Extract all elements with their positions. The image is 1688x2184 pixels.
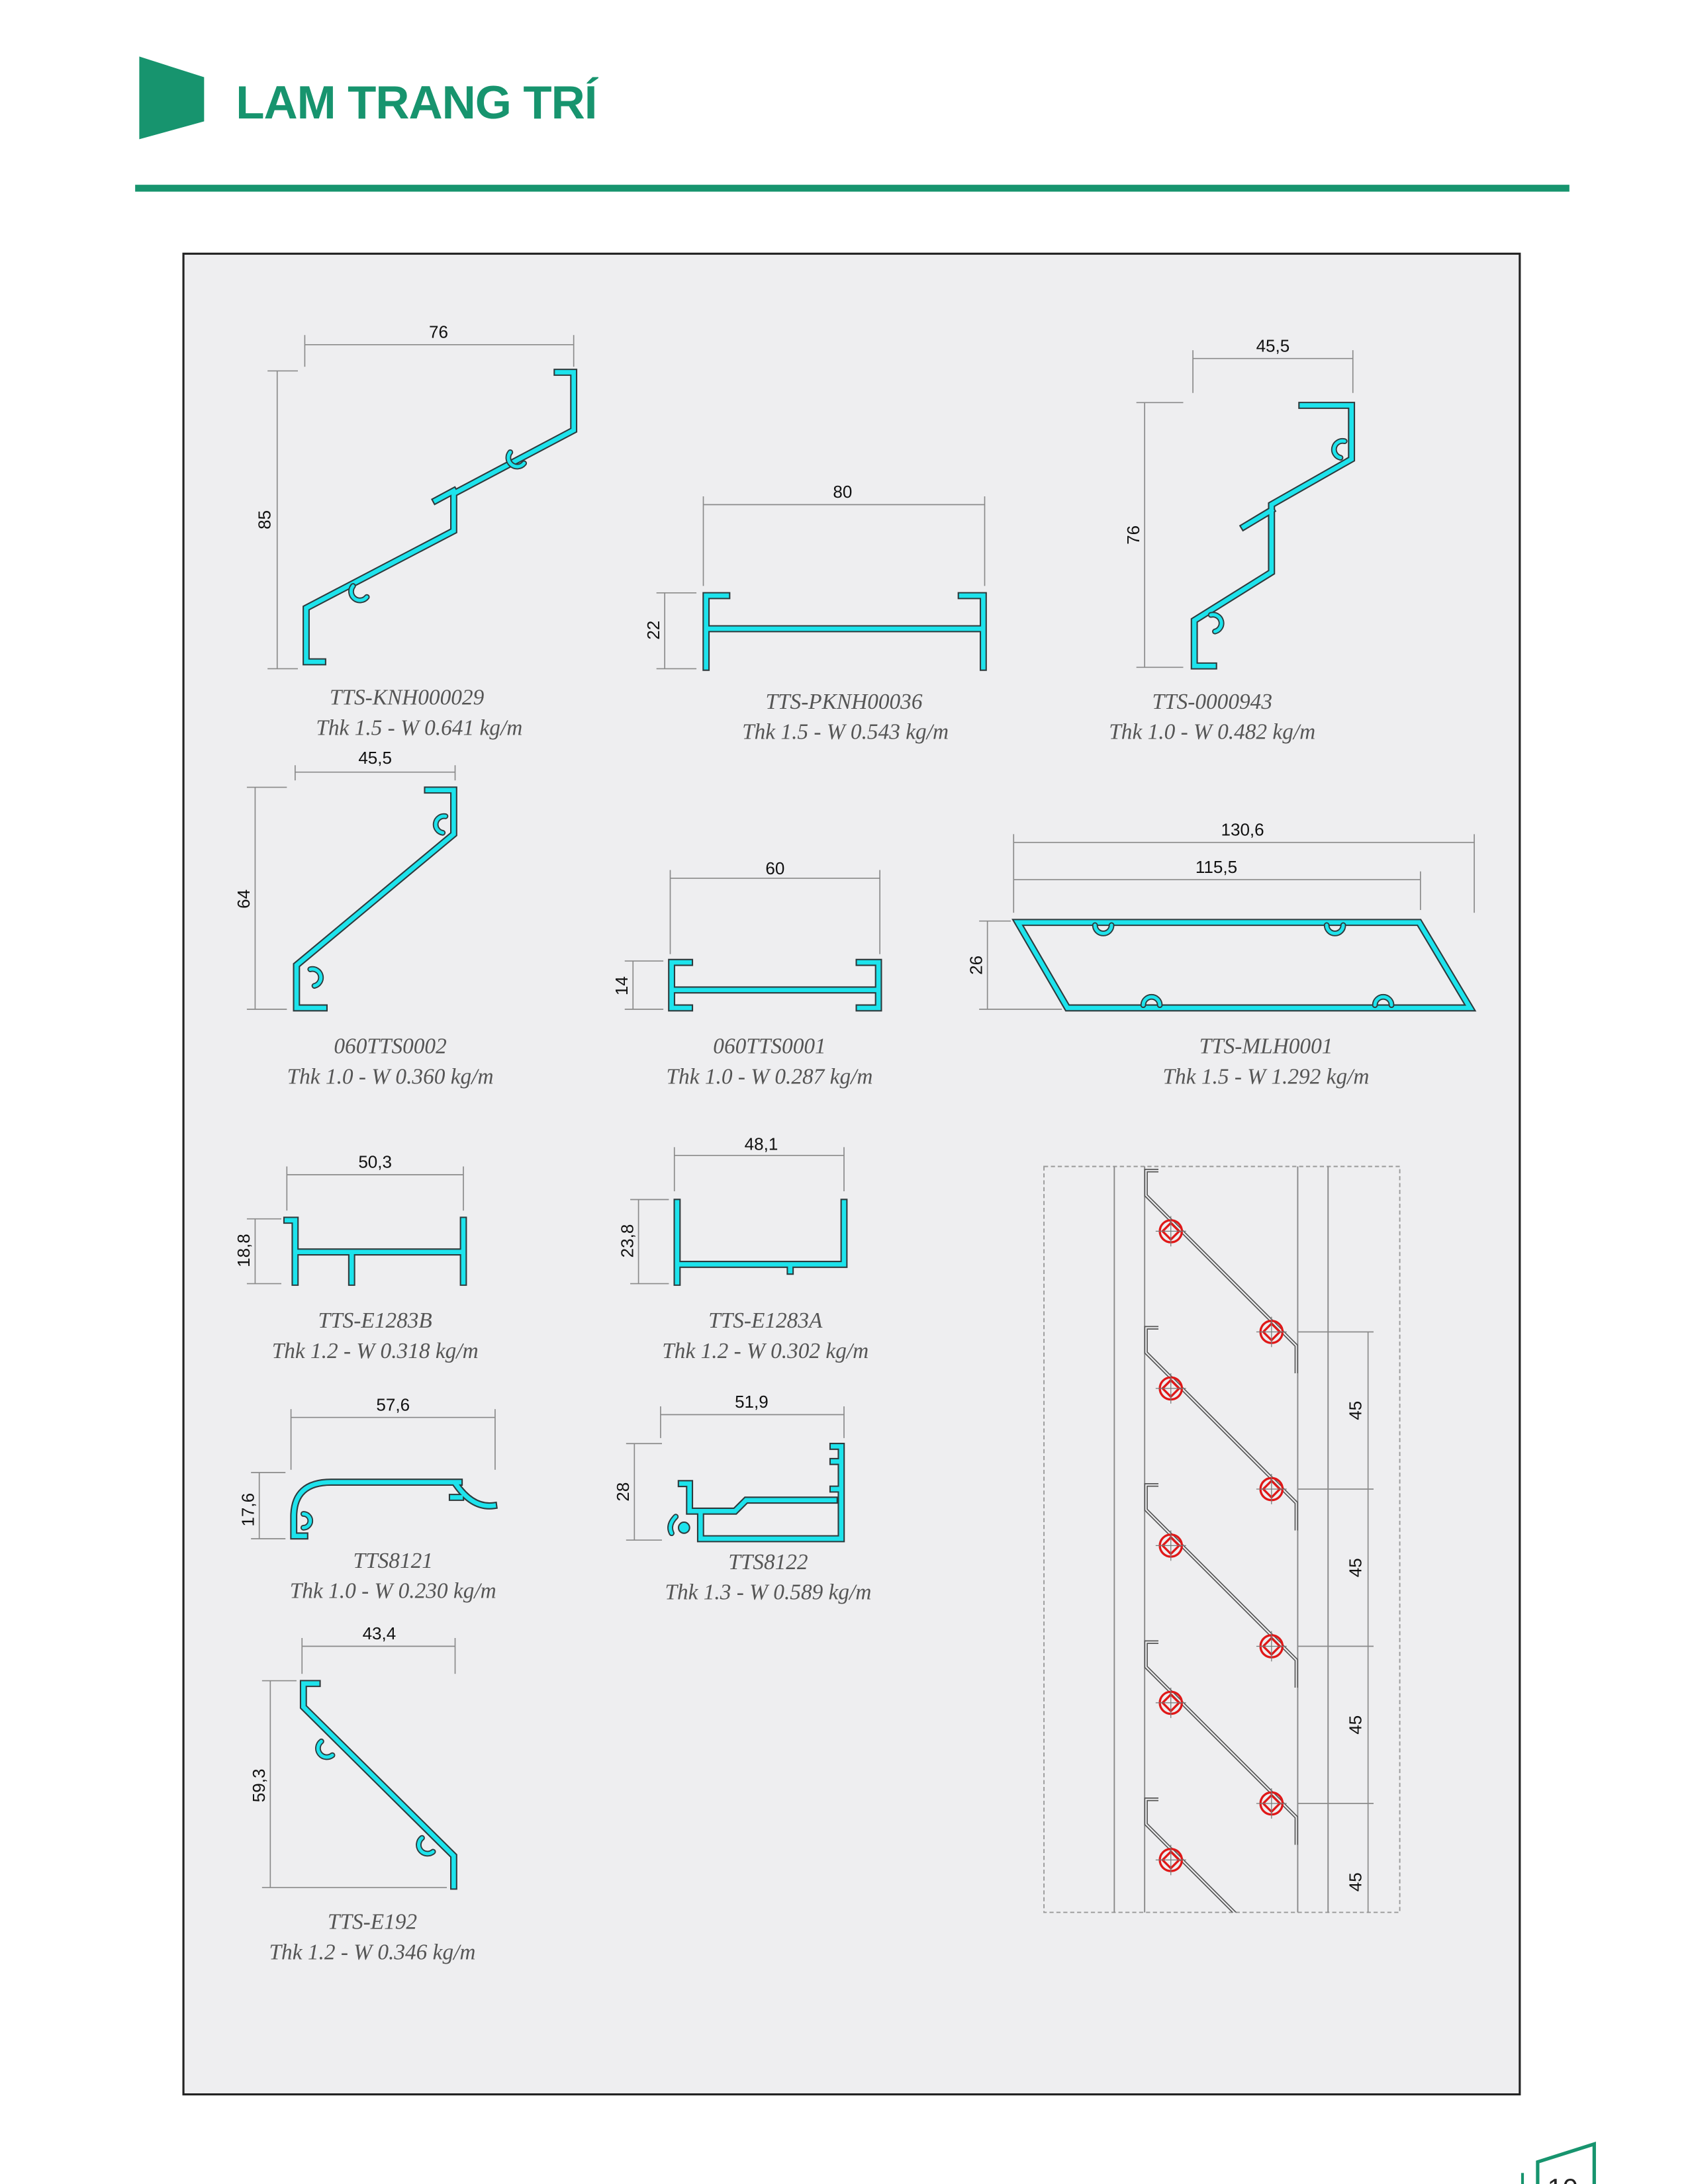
profile-tts-knh000029: 76 85 TTS-KNH000029 Thk 1.5 - W 0.641 kg… xyxy=(254,322,578,740)
height-dimension: 26 xyxy=(966,956,986,975)
profile-code: TTS-0000943 xyxy=(1152,690,1272,714)
height-dimension: 23,8 xyxy=(617,1224,637,1258)
height-dimension: 85 xyxy=(254,510,274,529)
profile-shape xyxy=(303,369,578,666)
profile-spec: Thk 1.0 - W 0.287 kg/m xyxy=(667,1064,873,1089)
dimension-lines xyxy=(979,834,1475,1010)
dimension-lines xyxy=(246,1166,464,1285)
profile-tts-0000943: 45,5 76 TTS-0000943 Thk 1.0 - W 0.482 kg… xyxy=(1109,336,1356,745)
width-dimension: 76 xyxy=(429,322,448,341)
dimension-lines xyxy=(626,1406,845,1541)
width-dimension: 60 xyxy=(765,858,784,878)
height-dimension: 59,3 xyxy=(249,1769,269,1803)
screw-icon xyxy=(1256,1316,1287,1347)
profile-code: TTS8121 xyxy=(353,1549,433,1573)
profile-code: TTS-PKNH00036 xyxy=(765,690,922,714)
profile-spec: Thk 1.5 - W 0.641 kg/m xyxy=(316,715,522,740)
dimension-lines xyxy=(624,870,880,1010)
profile-shape xyxy=(293,786,457,1012)
header-divider xyxy=(135,185,1570,192)
dimension-lines xyxy=(267,335,575,670)
dimension-lines xyxy=(656,496,986,670)
mounting-lines xyxy=(1113,1166,1329,1913)
width-dimension: 57,6 xyxy=(376,1394,410,1414)
height-dimension: 76 xyxy=(1123,525,1143,545)
overall-width-dimension: 130,6 xyxy=(1221,820,1264,840)
dimension-lines xyxy=(630,1147,845,1285)
page-number: 10 xyxy=(1548,2173,1578,2184)
profile-code: TTS-E192 xyxy=(328,1910,417,1934)
header-flag-icon xyxy=(139,56,205,140)
profile-code: 060TTS0001 xyxy=(713,1034,825,1059)
profile-tts-e1283b: 50,3 18,8 TTS-E1283B Thk 1.2 - W 0.318 k… xyxy=(234,1152,479,1364)
profile-060tts0001: 60 14 060TTS0001 Thk 1.0 - W 0.287 kg/m xyxy=(612,858,882,1089)
pitch-dimension-lines xyxy=(1297,1331,1374,1913)
width-dimension: 51,9 xyxy=(735,1392,769,1412)
dimension-lines xyxy=(261,1638,456,1888)
height-dimension: 64 xyxy=(234,889,254,909)
dimension-lines xyxy=(246,765,456,1010)
profile-shape xyxy=(667,1443,845,1543)
screw-icon xyxy=(1155,1216,1186,1247)
profile-tts8122: 51,9 28 TTS8122 Thk 1.3 - W 0.589 kg/m xyxy=(613,1392,871,1605)
profile-shape xyxy=(702,592,987,671)
inner-width-dimension: 115,5 xyxy=(1196,857,1237,877)
profile-code: TTS-E1283A xyxy=(708,1308,823,1333)
width-dimension: 80 xyxy=(833,482,852,502)
pitch-dimension: 45 xyxy=(1345,1872,1365,1891)
profile-code: TTS-KNH000029 xyxy=(330,686,485,710)
profile-tts-pknh00036: 80 22 TTS-PKNH00036 Thk 1.5 - W 0.543 kg… xyxy=(643,482,987,745)
profile-spec: Thk 1.0 - W 0.360 kg/m xyxy=(287,1064,494,1089)
pitch-dimension: 45 xyxy=(1345,1401,1365,1420)
height-dimension: 17,6 xyxy=(238,1493,258,1527)
profile-shape xyxy=(290,1479,498,1540)
height-dimension: 18,8 xyxy=(234,1234,254,1267)
profile-shape xyxy=(299,1680,457,1890)
louvre-assembly-drawing: 45 45 45 45 xyxy=(1043,1165,1401,2002)
profile-shape xyxy=(668,958,882,1012)
dimension-lines xyxy=(251,1409,496,1539)
profile-spec: Thk 1.0 - W 0.230 kg/m xyxy=(290,1579,496,1604)
dimension-lines xyxy=(1136,350,1354,668)
width-dimension: 48,1 xyxy=(745,1134,778,1154)
pitch-dimension: 45 xyxy=(1345,1558,1365,1577)
width-dimension: 45,5 xyxy=(1256,336,1290,355)
profile-shape xyxy=(283,1216,467,1286)
profile-tts-e1283a: 48,1 23,8 TTS-E1283A Thk 1.2 - W 0.302 k… xyxy=(617,1134,868,1364)
profile-spec: Thk 1.3 - W 0.589 kg/m xyxy=(665,1580,871,1605)
profile-spec: Thk 1.2 - W 0.318 kg/m xyxy=(272,1339,479,1363)
profile-tts-e192: 43,4 59,3 TTS-E192 Thk 1.2 - W 0.346 kg/… xyxy=(249,1623,475,1964)
profile-code: TTS8122 xyxy=(728,1550,808,1574)
profile-code: TTS-E1283B xyxy=(318,1308,432,1333)
profile-code: TTS-MLH0001 xyxy=(1199,1034,1333,1059)
profile-tts8121: 57,6 17,6 TTS8121 Thk 1.0 - W 0.230 kg/m xyxy=(238,1394,498,1604)
louvre-blade xyxy=(1144,1169,1299,1373)
profile-spec: Thk 1.5 - W 1.292 kg/m xyxy=(1163,1064,1370,1089)
height-dimension: 22 xyxy=(643,621,663,640)
width-dimension: 50,3 xyxy=(358,1152,392,1172)
profile-tts-mlh0001: 130,6 115,5 26 TTS-MLH0001 Thk 1.5 - W 1… xyxy=(966,820,1477,1089)
profile-060tts0002: 45,5 64 060TTS0002 Thk 1.0 - W 0.360 kg/… xyxy=(234,748,493,1089)
profile-spec: Thk 1.0 - W 0.482 kg/m xyxy=(1109,720,1315,745)
profile-shape xyxy=(673,1199,848,1286)
drawing-panel xyxy=(182,252,1521,2096)
width-dimension: 43,4 xyxy=(363,1623,397,1643)
height-dimension: 28 xyxy=(613,1482,633,1502)
profile-shape xyxy=(1011,919,1477,1012)
height-dimension: 14 xyxy=(612,976,632,995)
profile-shape xyxy=(1190,402,1356,670)
page-title: LAM TRANG TRÍ xyxy=(236,77,598,129)
width-dimension: 45,5 xyxy=(358,748,392,768)
page-number-badge: 10 xyxy=(1521,2142,1596,2184)
profile-spec: Thk 1.5 - W 0.543 kg/m xyxy=(742,720,949,745)
louvre-blades xyxy=(1144,1169,1299,2002)
profile-code: 060TTS0002 xyxy=(334,1034,446,1059)
profile-spec: Thk 1.2 - W 0.302 kg/m xyxy=(662,1339,868,1363)
profile-spec: Thk 1.2 - W 0.346 kg/m xyxy=(269,1940,476,1964)
pitch-dimension: 45 xyxy=(1345,1715,1365,1735)
